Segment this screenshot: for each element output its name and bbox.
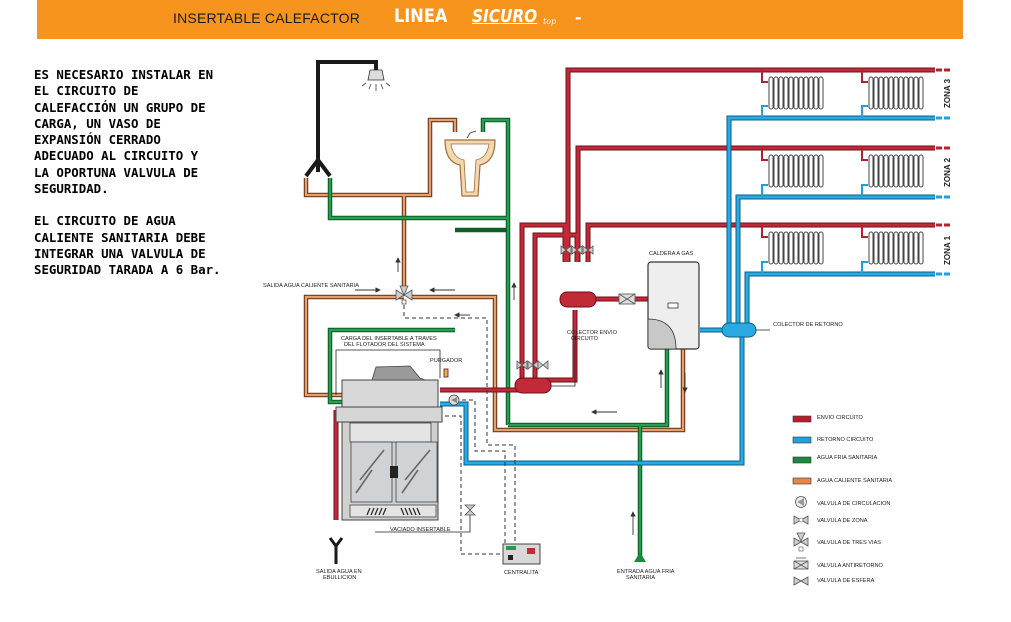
gas-boiler xyxy=(647,261,700,350)
header-brand-line: LINEA xyxy=(394,5,448,27)
zone-label-1: ZONA 1 xyxy=(943,235,952,265)
label-colector-envio-2: CIRCUITO xyxy=(571,336,599,342)
control-wires xyxy=(403,305,516,555)
label-purgador: PURGADOR xyxy=(430,358,462,364)
label-centralita: CENTRALITA xyxy=(504,570,539,576)
zone-label-2: ZONA 2 xyxy=(943,157,952,187)
legend-swatch-retorno xyxy=(792,436,812,444)
legend-ball-valve-icon xyxy=(793,576,809,586)
legend-label: VALVULA DE ZONA xyxy=(817,518,868,524)
three-way-valve-icon xyxy=(395,285,413,305)
legend-label: VALVULA DE CIRCULACION xyxy=(817,501,890,507)
return-collector xyxy=(721,322,757,338)
diagram-labels: SALIDA AGUA CALIENTE SANITARIA CARGA DEL… xyxy=(263,78,952,581)
installation-notes: ES NECESARIO INSTALAR EN EL CIRCUITO DE … xyxy=(34,67,274,295)
legend-check-valve-icon xyxy=(793,557,809,570)
supply-collector-lower xyxy=(514,377,552,394)
label-carga-1: CARGA DEL INSERTABLE A TRAVES xyxy=(341,336,437,342)
header-brand-name: SICURO xyxy=(472,6,538,27)
legend-label: AGUA FRIA SANITARIA xyxy=(817,455,877,461)
legend-swatch-fria xyxy=(792,456,812,464)
legend-swatch-envio xyxy=(792,415,812,423)
legend-circulation-pump-icon xyxy=(795,496,807,508)
label-salida-ebullicion-1: SALIDA AGUA EN xyxy=(316,569,362,575)
boiling-water-outlet-icon xyxy=(328,537,344,564)
drain-valve-icon xyxy=(464,504,476,516)
cold-water-inlet-icon xyxy=(634,552,646,562)
circulation-pump-icon xyxy=(448,394,460,406)
note-paragraph-1: ES NECESARIO INSTALAR EN EL CIRCUITO DE … xyxy=(34,67,214,197)
legend-label: ENVIO CIRCUITO xyxy=(817,415,864,421)
legend-label: VALVULA DE ESFERA xyxy=(817,578,875,584)
control-unit xyxy=(502,543,541,565)
washbasin-icon xyxy=(444,130,496,197)
label-salida-ebullicion-2: EBULLICION xyxy=(323,575,356,581)
legend-zone-valve-icon xyxy=(793,515,809,525)
legend-swatch-caliente xyxy=(792,477,812,485)
supply-collector xyxy=(559,291,597,308)
header-banner xyxy=(37,0,963,39)
purge-valve-icon xyxy=(443,368,449,378)
radiators xyxy=(767,75,925,266)
header-subtitle: INSERTABLE CALEFACTOR xyxy=(173,10,361,26)
shower-head-icon xyxy=(361,69,391,91)
zone-label-3: ZONA 3 xyxy=(943,78,952,108)
label-vaciado: VACIADO INSERTABLE xyxy=(390,527,451,533)
flow-arrows xyxy=(355,257,688,535)
legend-label: RETORNO CIRCUITO xyxy=(817,437,874,443)
label-carga-2: DEL FLOTADOR DEL SISTEMA xyxy=(344,342,425,348)
legend-label: AGUA CALIENTE SANITARIA xyxy=(817,478,892,484)
check-valve-icon xyxy=(618,293,636,305)
label-caldera: CALDERA A GAS xyxy=(649,251,693,257)
header-separator: - xyxy=(575,8,582,27)
fireplace-insert xyxy=(335,365,443,521)
label-entrada-fria-2: SANITARIA xyxy=(626,575,655,581)
legend-label: VALVULA DE TRES VIAS xyxy=(817,540,881,546)
legend-label: VALVULA ANTIRETORNO xyxy=(817,563,884,569)
label-colector-retorno: COLECTOR DE RETORNO xyxy=(773,322,843,328)
legend: ENVIO CIRCUITO RETORNO CIRCUITO AGUA FRI… xyxy=(792,415,892,586)
label-colector-envio-1: COLECTOR ENVIO xyxy=(567,330,618,336)
shower-pipe xyxy=(304,60,378,178)
label-entrada-fria-1: ENTRADA AGUA FRIA xyxy=(617,569,675,575)
header-brand-suffix: top xyxy=(543,17,557,26)
legend-three-way-valve-icon xyxy=(793,532,809,552)
note-paragraph-2: EL CIRCUITO DE AGUA CALIENTE SANITARIA D… xyxy=(34,213,221,278)
label-salida-acs: SALIDA AGUA CALIENTE SANITARIA xyxy=(263,283,359,289)
